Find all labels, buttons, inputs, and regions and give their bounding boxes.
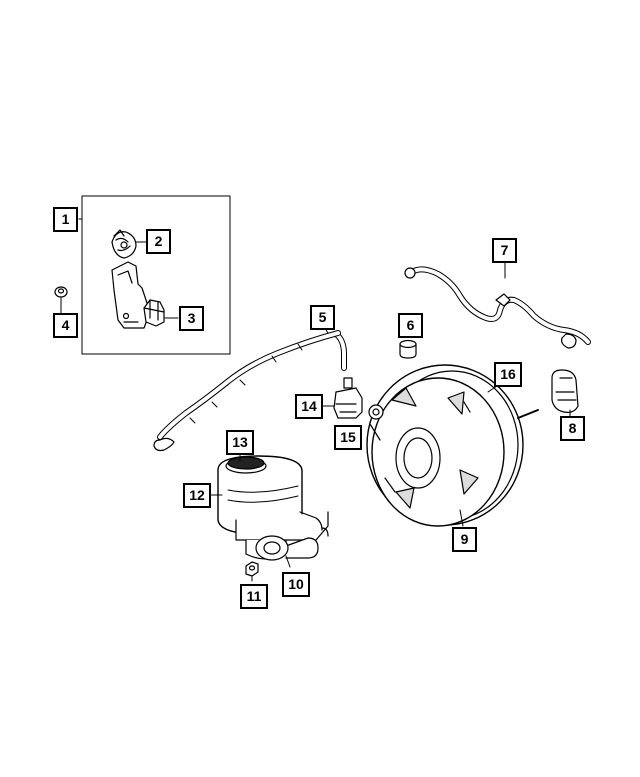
part-4-nut (54, 286, 68, 298)
part-7-hose (404, 266, 591, 349)
callout-13: 13 (226, 430, 254, 455)
callout-12: 12 (183, 483, 211, 508)
part-5-vacuum-hose (153, 330, 347, 452)
master-cylinder-reservoir (217, 455, 329, 561)
callout-2: 2 (146, 229, 171, 254)
kit-group-frame (81, 195, 231, 355)
part-3-sensor (143, 299, 165, 327)
callout-6: 6 (398, 313, 423, 338)
leader-10 (285, 555, 291, 568)
callout-9: 9 (452, 527, 477, 552)
callout-11: 11 (240, 584, 268, 609)
leader-9 (459, 509, 464, 527)
part-14-sensor (333, 377, 363, 419)
callout-5: 5 (310, 305, 335, 330)
brake-booster (366, 364, 539, 527)
part-8-clip (551, 369, 579, 413)
callout-15: 15 (334, 425, 362, 450)
callout-3: 3 (179, 306, 204, 331)
callout-7: 7 (492, 238, 517, 263)
part-11-nut (245, 561, 259, 577)
leader-16 (487, 385, 498, 393)
callout-1: 1 (53, 207, 78, 232)
callout-8: 8 (560, 416, 585, 441)
bracket (111, 261, 151, 329)
callout-10: 10 (282, 572, 310, 597)
callout-14: 14 (295, 394, 323, 419)
callout-4: 4 (53, 313, 78, 338)
part-6-grommet (399, 339, 417, 359)
part-2-clip (111, 229, 137, 259)
callout-16: 16 (494, 362, 522, 387)
